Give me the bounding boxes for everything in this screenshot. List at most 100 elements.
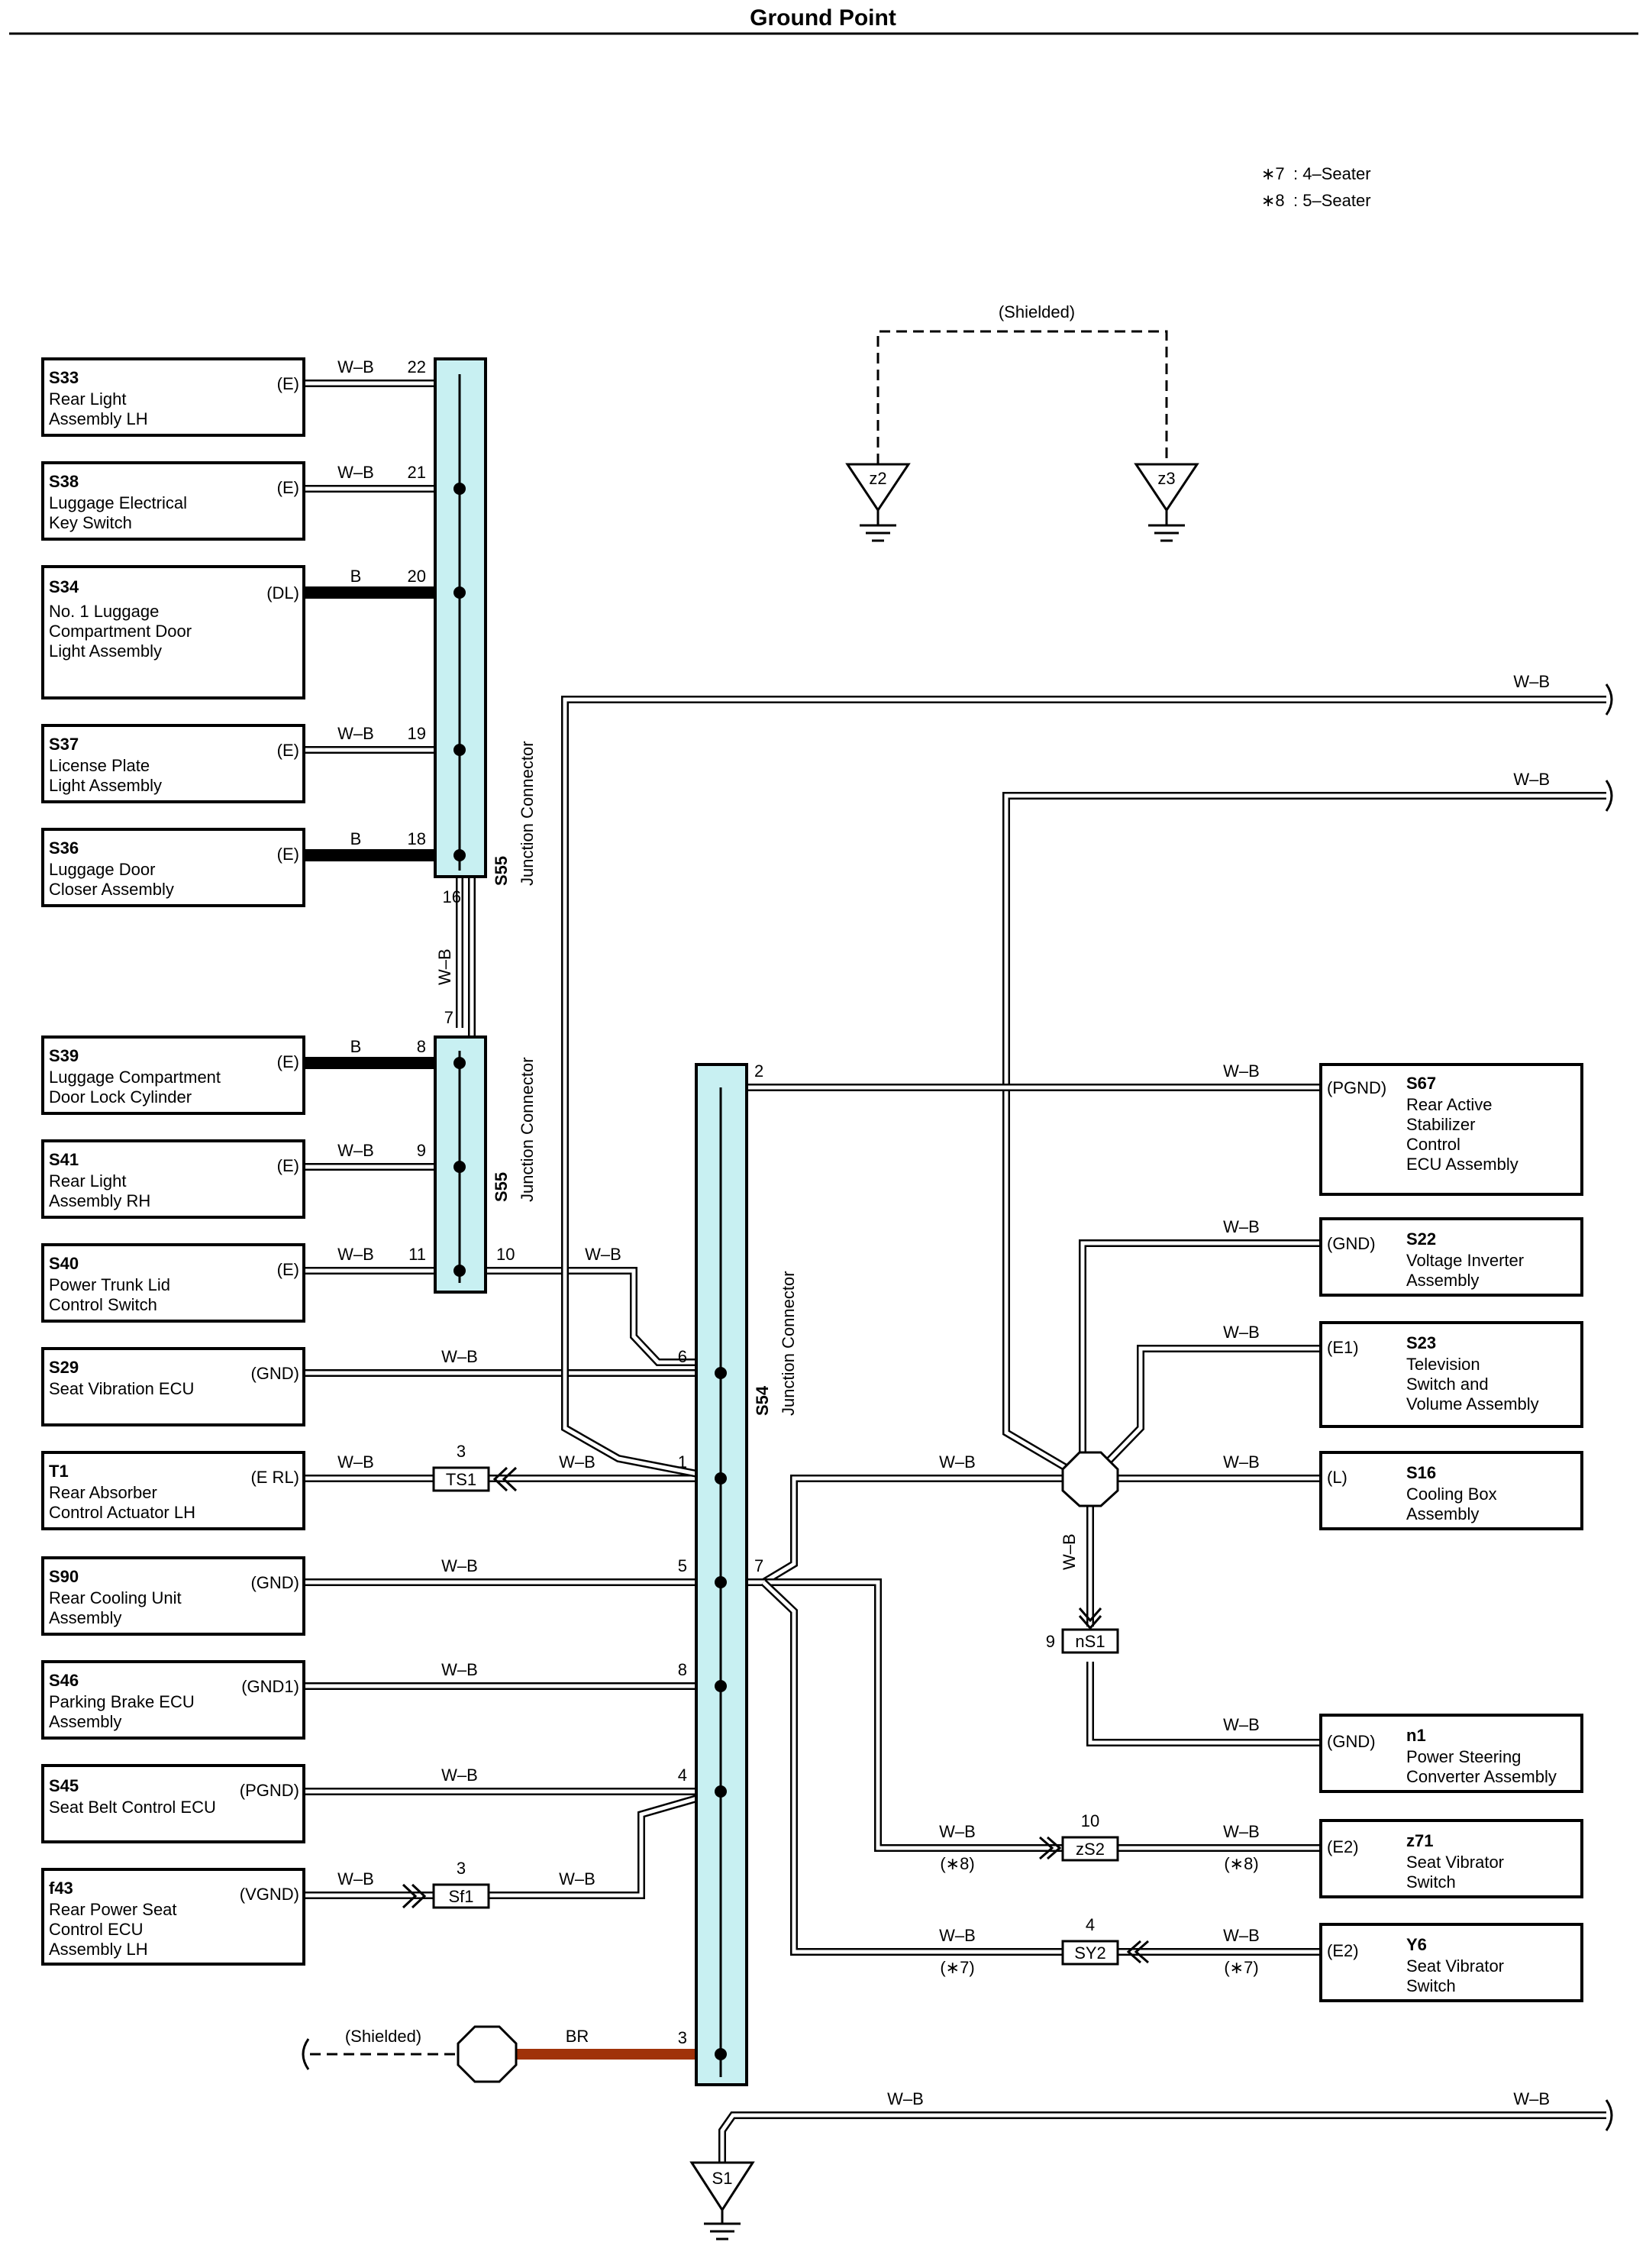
svg-text:(∗7): (∗7): [1224, 1958, 1258, 1977]
svg-text:10: 10: [1081, 1811, 1099, 1830]
left-component-s38: S38 Luggage Electrical Key Switch (E) W–…: [41, 461, 426, 541]
svg-text:Rear Active: Rear Active: [1406, 1095, 1493, 1114]
shielded-ground-octagon: (Shielded) BR: [345, 2025, 589, 2083]
left-component-s39: S39 Luggage Compartment Door Lock Cylind…: [41, 1035, 426, 1115]
svg-text:9: 9: [1046, 1632, 1055, 1651]
ground-z2-symbol: [845, 463, 911, 512]
svg-text:S36: S36: [49, 838, 79, 858]
s54-pin7-branch-wire-label: W–B: [939, 1452, 976, 1472]
shield-dashed-line: [876, 330, 1168, 464]
svg-text:Parking Brake ECU: Parking Brake ECU: [49, 1692, 195, 1711]
svg-text:W–B: W–B: [1223, 1452, 1260, 1472]
svg-text:W–B: W–B: [337, 357, 374, 376]
svg-text:Control: Control: [1406, 1135, 1460, 1154]
svg-text:n1: n1: [1406, 1726, 1426, 1745]
s55-bottom-code: S55: [492, 1172, 511, 1202]
svg-text:(E2): (E2): [1327, 1941, 1359, 1960]
svg-text:W–B: W–B: [559, 1452, 595, 1472]
s54-name: Junction Connector: [779, 1271, 798, 1416]
right-component-z71: (E2) z71 Seat Vibrator Switch W–B (∗8): [1223, 1819, 1583, 1898]
svg-text:W–B: W–B: [441, 1556, 478, 1575]
svg-text:Assembly LH: Assembly LH: [49, 409, 148, 428]
svg-text:19: 19: [408, 724, 426, 743]
svg-text:W–B: W–B: [1223, 1323, 1260, 1342]
svg-text:9: 9: [417, 1141, 426, 1160]
svg-text:S39: S39: [49, 1046, 79, 1065]
svg-text:6: 6: [678, 1347, 687, 1366]
svg-text:S90: S90: [49, 1567, 79, 1586]
svg-text:W–B: W–B: [1223, 1926, 1260, 1945]
svg-text:1: 1: [678, 1452, 687, 1472]
svg-text:(E): (E): [277, 741, 299, 760]
svg-text:(L): (L): [1327, 1468, 1347, 1487]
svg-text:W–B: W–B: [337, 1869, 374, 1888]
svg-text:W–B: W–B: [441, 1347, 478, 1366]
svg-text:(PGND): (PGND): [240, 1781, 299, 1800]
legend-text-8: : 5–Seater: [1293, 191, 1371, 210]
s54-pin-2-label: 2: [754, 1061, 763, 1081]
svg-text:W–B: W–B: [337, 1141, 374, 1160]
svg-text:(E): (E): [277, 374, 299, 393]
s54-pin-3-label: 3: [678, 2028, 687, 2047]
shielded-ground-pair: (Shielded) z2 z3: [845, 302, 1199, 542]
svg-text:(GND): (GND): [250, 1364, 299, 1383]
svg-text:Control ECU: Control ECU: [49, 1920, 143, 1939]
svg-text:(∗7): (∗7): [940, 1958, 974, 1977]
svg-text:S67: S67: [1406, 1074, 1436, 1093]
svg-text:Key Switch: Key Switch: [49, 513, 132, 532]
s55-bottom-name: Junction Connector: [518, 1057, 537, 1202]
svg-text:z71: z71: [1406, 1831, 1433, 1850]
svg-text:5: 5: [678, 1556, 687, 1575]
svg-text:Light Assembly: Light Assembly: [49, 641, 162, 661]
right-component-n1: (GND) n1 Power Steering Converter Assemb…: [1223, 1714, 1583, 1793]
svg-text:SY2: SY2: [1074, 1943, 1106, 1963]
br-wire-label: BR: [566, 2027, 589, 2046]
svg-text:18: 18: [408, 829, 426, 848]
svg-text:Sf1: Sf1: [448, 1887, 473, 1906]
svg-text:Door Lock Cylinder: Door Lock Cylinder: [49, 1087, 192, 1107]
svg-text:8: 8: [678, 1660, 687, 1679]
svg-text:Assembly: Assembly: [1406, 1504, 1479, 1523]
left-component-f43: f43 Rear Power Seat Control ECU Assembly…: [41, 1868, 595, 1966]
svg-text:ECU Assembly: ECU Assembly: [1406, 1155, 1519, 1174]
svg-text:S41: S41: [49, 1150, 79, 1169]
connector-sf1: Sf1 3: [402, 1859, 490, 1909]
svg-text:Rear Absorber: Rear Absorber: [49, 1483, 157, 1502]
svg-text:nS1: nS1: [1075, 1632, 1105, 1651]
svg-text:S45: S45: [49, 1776, 79, 1795]
svg-text:Seat Belt Control ECU: Seat Belt Control ECU: [49, 1798, 216, 1817]
svg-text:No. 1 Luggage: No. 1 Luggage: [49, 602, 159, 621]
right-component-s23: (E1) S23 Television Switch and Volume As…: [1223, 1321, 1583, 1428]
svg-text:3: 3: [457, 1859, 466, 1878]
svg-text:Luggage Compartment: Luggage Compartment: [49, 1068, 221, 1087]
left-component-s34: S34 No. 1 Luggage Compartment Door Light…: [41, 565, 426, 699]
svg-text:License Plate: License Plate: [49, 756, 150, 775]
svg-text:B: B: [350, 1037, 362, 1056]
svg-text:Switch and: Switch and: [1406, 1375, 1489, 1394]
svg-text:Volume Assembly: Volume Assembly: [1406, 1394, 1539, 1413]
svg-text:(E): (E): [277, 1052, 299, 1071]
left-component-s29: S29 Seat Vibration ECU (GND) W–B 6: [41, 1347, 687, 1426]
left-component-t1: T1 Rear Absorber Control Actuator LH (E …: [41, 1451, 687, 1530]
svg-text:S40: S40: [49, 1254, 79, 1273]
svg-text:W–B: W–B: [337, 463, 374, 482]
page-title: Ground Point: [750, 5, 896, 31]
svg-text:20: 20: [408, 567, 426, 586]
svg-text:Rear Cooling Unit: Rear Cooling Unit: [49, 1588, 182, 1607]
ground-z3-symbol: [1134, 463, 1199, 512]
svg-text:Assembly: Assembly: [49, 1608, 121, 1627]
svg-text:Power Steering: Power Steering: [1406, 1747, 1521, 1766]
connector-ns1: nS1 9 W–B: [1046, 1533, 1119, 1654]
svg-text:(GND): (GND): [250, 1573, 299, 1592]
svg-text:S23: S23: [1406, 1333, 1436, 1352]
svg-text:S37: S37: [49, 735, 79, 754]
svg-text:(VGND): (VGND): [240, 1885, 299, 1904]
svg-text:(PGND): (PGND): [1327, 1078, 1386, 1097]
svg-text:(E): (E): [277, 1260, 299, 1279]
svg-text:Assembly: Assembly: [1406, 1271, 1479, 1290]
svg-text:Seat Vibrator: Seat Vibrator: [1406, 1956, 1504, 1976]
svg-text:(DL): (DL): [266, 583, 299, 603]
svg-text:W–B: W–B: [1223, 1715, 1260, 1734]
wire-break-marks: [302, 683, 1613, 2131]
svg-text:21: 21: [408, 463, 426, 482]
